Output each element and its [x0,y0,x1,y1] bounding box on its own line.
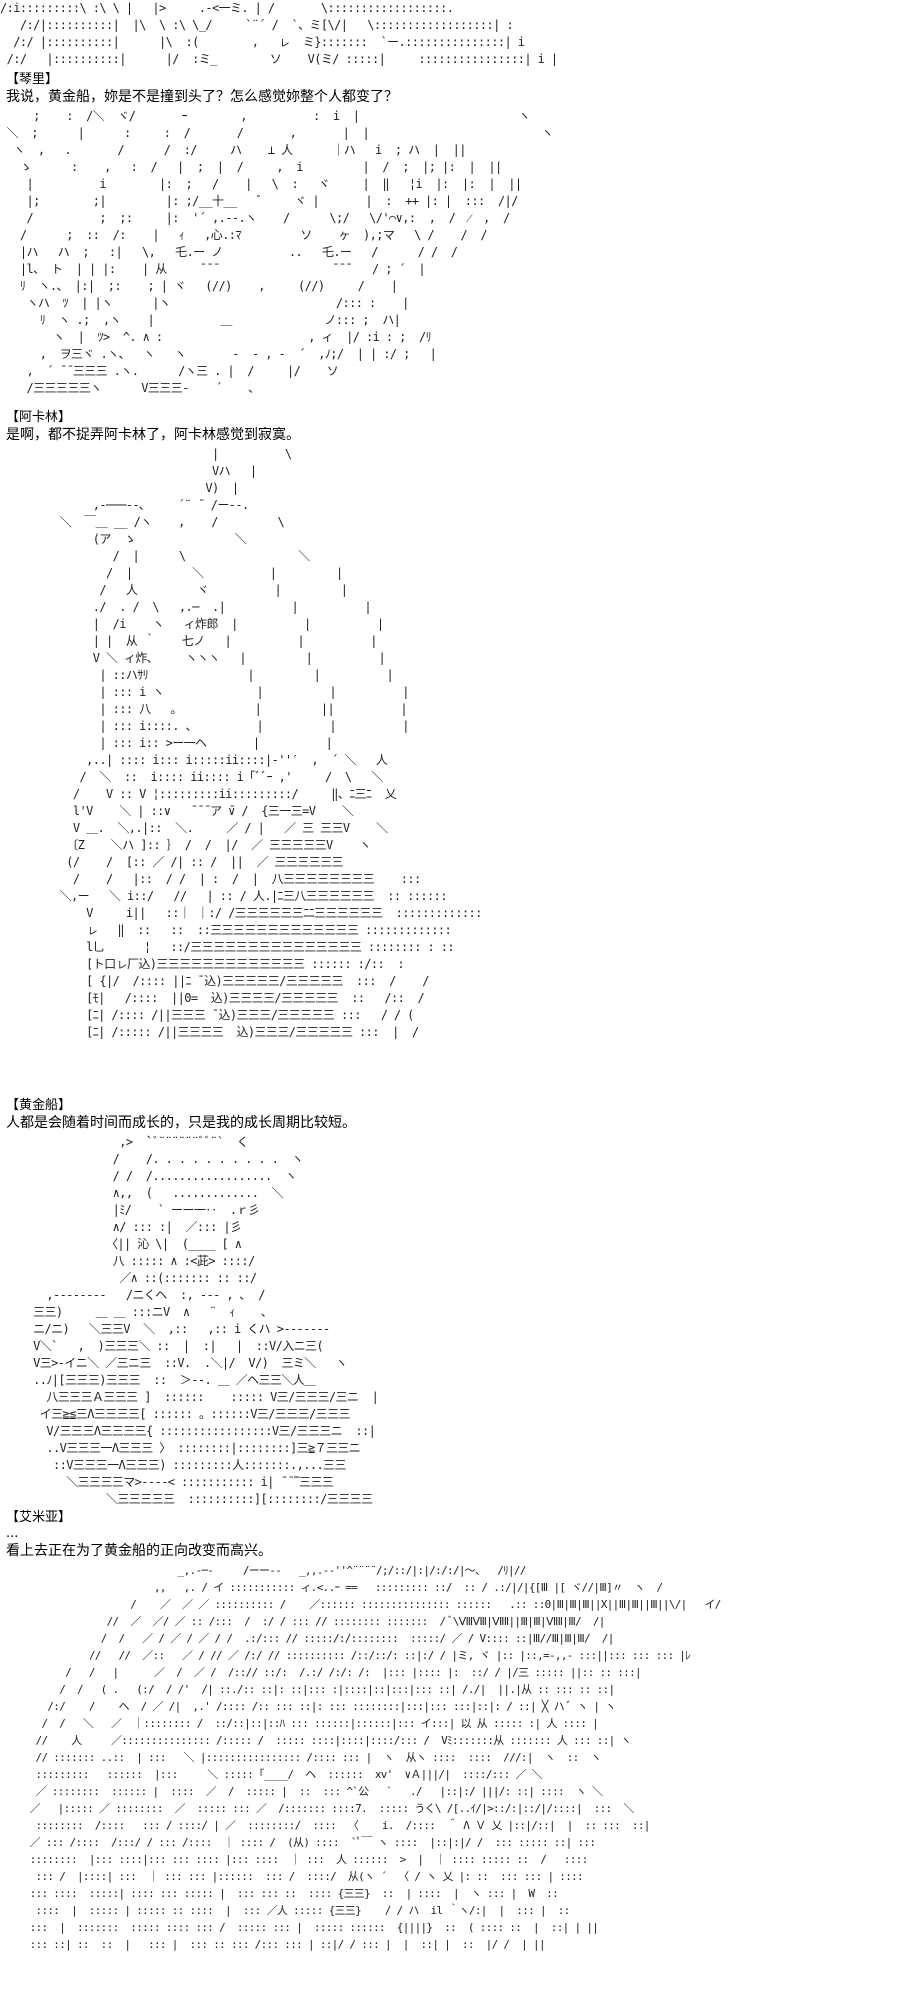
dialogue-goldship: 【黄金船】 人都是会随着时间而成长的，只是我的成长周期比较短。 [0,1098,900,1132]
ascii-art-goldship: ,> `ﾞ¨¨¨¨¨¨ﾞﾞ¨` く / /. . . . . . . . . .… [0,1134,900,1510]
ascii-art-kotori-text: ; : /＼ ヾ/ ｰ , : i | ヽ ＼ ; | : : / / , | … [6,109,554,395]
ascii-art-top-text: /:i:::::::::\ :\ \ | |> .-<一ミ. | / \::::… [0,1,558,66]
ascii-art-kotori: ; : /＼ ヾ/ ｰ , : i | ヽ ＼ ; | : : / / , | … [0,108,900,410]
dialogue-line-kotori: 我说，黄金船，妳是不是撞到头了？怎么感觉妳整个人都变了？ [6,89,398,105]
ascii-art-akarin: | \ Vハ | V) | ,-───‐-､ ´¨ ̄ /ー‐-. ＼ ￣＿ _… [0,446,900,1098]
dialogue-akarin: 【阿卡林】 是啊，都不捉弄阿卡林了，阿卡林感觉到寂寞。 [0,410,900,444]
ascii-art-emiya: _,.-─- /ーー‐- _,,.-‐''^¨¨¨¨/;/::/|:|/:/:/… [0,1562,900,2000]
dialogue-kotori: 【琴里】 我说，黄金船，妳是不是撞到头了？怎么感觉妳整个人都变了？ [0,72,900,106]
ascii-art-emiya-text: _,.-─- /ーー‐- _,,.-‐''^¨¨¨¨/;/::/|:|/:/:/… [29,1564,722,1951]
speaker-label-kotori: 【琴里】 [6,72,59,87]
dialogue-emiya: 【艾米亚】 ... 看上去正在为了黄金船的正向改变而高兴。 [0,1510,900,1560]
ascii-art-akarin-text: | \ Vハ | V) | ,-───‐-､ ´¨ ̄ /ー‐-. ＼ ￣＿ _… [59,447,483,1039]
dialogue-line-akarin: 是啊，都不捉弄阿卡林了，阿卡林感觉到寂寞。 [6,427,300,443]
speaker-label-emiya: 【艾米亚】 [6,1510,72,1525]
ascii-art-top: /:i:::::::::\ :\ \ | |> .-<一ミ. | / \::::… [0,0,900,72]
ascii-art-goldship-text: ,> `ﾞ¨¨¨¨¨¨ﾞﾞ¨` く / /. . . . . . . . . .… [33,1135,379,1506]
dialogue-line-goldship: 人都是会随着时间而成长的，只是我的成长周期比较短。 [6,1115,356,1131]
speaker-label-goldship: 【黄金船】 [6,1098,72,1113]
speaker-label-akarin: 【阿卡林】 [6,410,72,425]
dialogue-ellipsis-emiya: ... [6,1526,19,1541]
dialogue-line-emiya: 看上去正在为了黄金船的正向改变而高兴。 [6,1543,272,1559]
